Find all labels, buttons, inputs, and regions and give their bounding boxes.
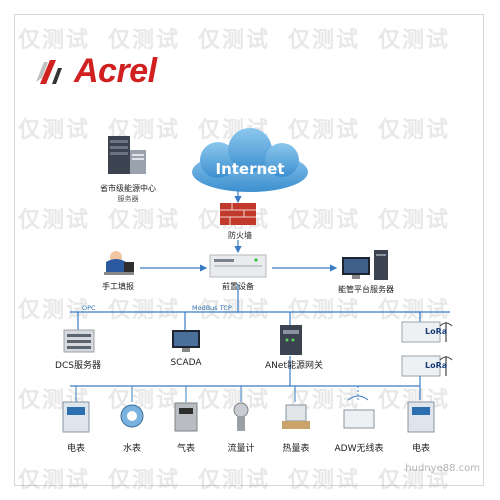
meter-label-flow: 流量计 xyxy=(227,444,255,454)
water-meter-icon xyxy=(120,386,144,428)
gas-meter-icon xyxy=(174,386,198,432)
firewall-label: 防火墙 xyxy=(228,231,252,240)
lora-bottom-label: LoRa xyxy=(425,361,448,370)
meter-label-electric-2: 电表 xyxy=(411,444,431,454)
anet-gateway-icon xyxy=(280,325,302,355)
modbus-bus-label: ModBus TCP xyxy=(192,304,232,312)
anet-gateway-label: ANet能源网关 xyxy=(265,361,323,371)
dcs-server-icon xyxy=(63,329,95,353)
manual-report-label: 手工填报 xyxy=(102,282,134,291)
dcs-server-label: DCS服务器 xyxy=(55,361,101,371)
person-at-desk-icon xyxy=(104,251,134,275)
logo-text: Acrel xyxy=(74,51,157,90)
electric-meter-2-icon xyxy=(407,401,435,433)
diagram-frame xyxy=(14,14,484,486)
wireless-meter-icon xyxy=(343,386,375,429)
meter-label-water: 水表 xyxy=(122,444,142,454)
flow-meter-icon xyxy=(233,386,249,431)
acrel-logo-mark xyxy=(36,60,62,84)
meter-label-heat: 热量表 xyxy=(282,444,310,454)
provincial-center-subtitle: 服务器 xyxy=(117,195,139,203)
internet-cloud-icon xyxy=(192,128,308,192)
heat-meter-icon xyxy=(282,386,310,429)
corner-watermark: hudnye88.com xyxy=(405,463,480,474)
provincial-center-title: 省市级能源中心 xyxy=(100,184,156,193)
scada-workstation-icon xyxy=(172,330,200,352)
meter-label-electric: 电表 xyxy=(66,444,86,454)
platform-server-label: 能管平台服务器 xyxy=(338,285,394,294)
front-device-label: 前置设备 xyxy=(222,282,254,291)
internet-label: Internet xyxy=(215,160,285,178)
front-device-icon xyxy=(209,254,267,278)
meter-label-gas: 气表 xyxy=(176,444,196,454)
scada-label: SCADA xyxy=(170,358,202,368)
platform-server-icon xyxy=(342,250,388,280)
provincial-server-icon xyxy=(108,136,146,174)
lora-device-bottom-icon xyxy=(401,355,453,377)
opc-bus-label: OPC xyxy=(82,304,96,312)
meter-label-wireless: ADW无线表 xyxy=(334,444,384,454)
lora-device-top-icon xyxy=(401,321,453,343)
electric-meter-icon xyxy=(62,386,90,433)
acrel-logo: Acrel xyxy=(34,51,157,90)
lora-top-label: LoRa xyxy=(425,327,448,336)
firewall-icon xyxy=(220,203,256,225)
